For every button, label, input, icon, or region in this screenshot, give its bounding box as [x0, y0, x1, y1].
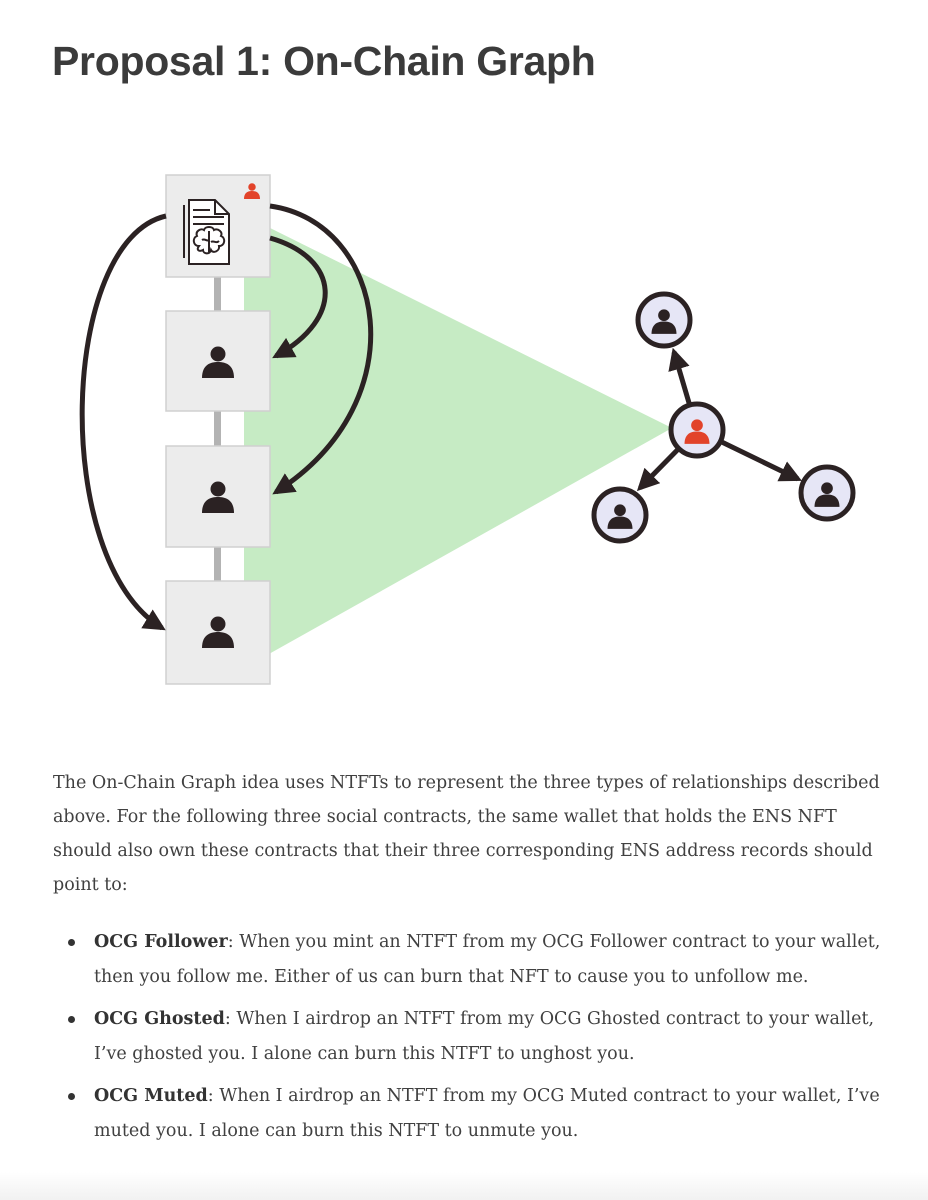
graph-node-top	[635, 291, 693, 349]
ghosted-box	[165, 445, 271, 548]
graph-node-center	[668, 401, 726, 459]
arrow-to-ghosted	[269, 203, 374, 495]
intro-paragraph: The On-Chain Graph idea uses NTFTs to re…	[53, 773, 880, 895]
graph-node-left	[591, 486, 649, 544]
list-item-text: : When you mint an NTFT from my OCG Foll…	[94, 932, 881, 987]
muted-box	[165, 580, 271, 685]
on-chain-graph-diagram	[79, 174, 856, 685]
chain-connector	[214, 410, 221, 447]
graph-node-right	[798, 464, 856, 522]
arrow-to-follower	[269, 235, 328, 359]
list-item-term: OCG Muted	[94, 1086, 208, 1106]
bullet-dot	[68, 939, 75, 946]
social-graph	[591, 291, 856, 544]
list-item-text: : When I airdrop an NTFT from my OCG Mut…	[94, 1086, 880, 1141]
chain-connector	[214, 546, 221, 582]
bullet-dot	[68, 1016, 75, 1023]
list-item-term: OCG Ghosted	[94, 1009, 225, 1029]
contract-document-box	[165, 174, 271, 278]
list-item-text: : When I airdrop an NTFT from my OCG Gho…	[94, 1009, 875, 1064]
arrow-to-muted	[79, 213, 167, 631]
list-item: OCG Follower: When you mint an NTFT from…	[53, 925, 893, 994]
follower-box	[165, 310, 271, 412]
page-title: Proposal 1: On-Chain Graph	[52, 38, 596, 84]
list-item: OCG Muted: When I airdrop an NTFT from m…	[53, 1079, 893, 1148]
contract-list: OCG Follower: When you mint an NTFT from…	[53, 925, 893, 1156]
projection-cone	[244, 215, 672, 668]
bottom-fade	[0, 1172, 928, 1200]
bullet-dot	[68, 1093, 75, 1100]
list-item-term: OCG Follower	[94, 932, 228, 952]
document-brain-icon	[183, 199, 230, 265]
chain-connector	[214, 276, 221, 312]
list-item: OCG Ghosted: When I airdrop an NTFT from…	[53, 1002, 893, 1071]
